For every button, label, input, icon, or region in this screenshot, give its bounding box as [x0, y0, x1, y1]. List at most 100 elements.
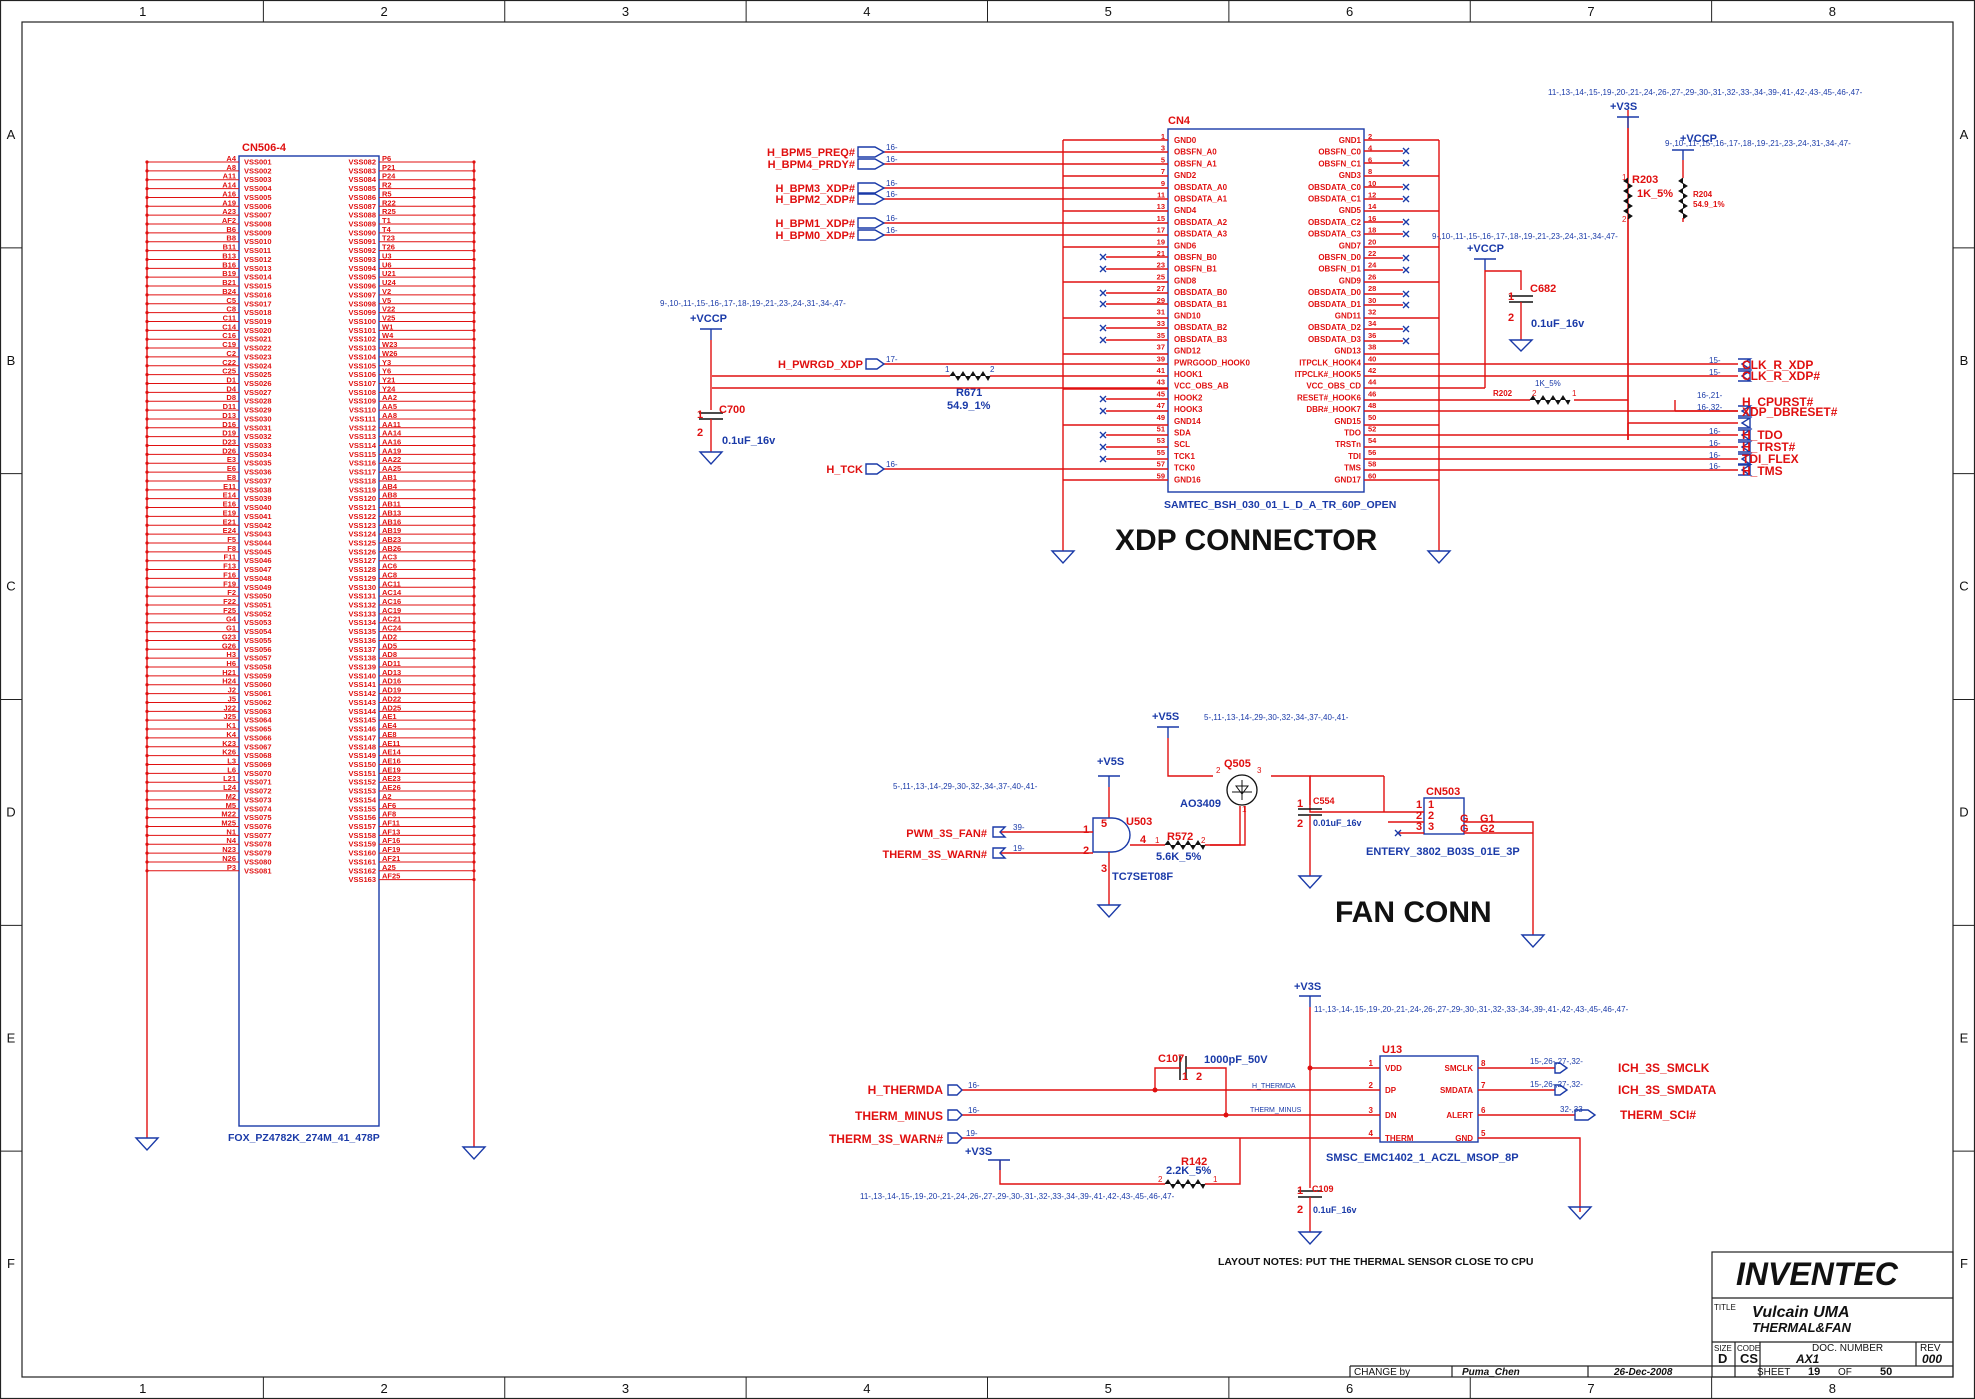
- c682-pin2: 2: [1508, 312, 1514, 324]
- out-clkn: CLK_R_XDP#: [1742, 369, 1820, 383]
- cn506-left-name: VSS068: [244, 751, 272, 760]
- cn4-right-name: TDI: [1348, 452, 1361, 461]
- cn4-right-num: 42: [1368, 366, 1376, 375]
- cn506-right-pin: AD25: [382, 703, 401, 712]
- svg-text:1: 1: [1182, 1071, 1188, 1083]
- title-label: TITLE: [1714, 1303, 1736, 1312]
- cn506-left-name: VSS030: [244, 414, 272, 423]
- cn506-right-name: VSS128: [348, 565, 376, 574]
- cn506-left-name: VSS046: [244, 556, 272, 565]
- cn506-left-pin: N23: [222, 845, 236, 854]
- cn4-left-name: PWRGOOD_HOOK0: [1174, 358, 1251, 367]
- cn506-right-name: VSS140: [348, 671, 376, 680]
- cn506-left-name: VSS040: [244, 503, 272, 512]
- cn4-left-name: OBSDATA_A3: [1174, 230, 1228, 239]
- cn506-right-name: VSS109: [348, 397, 376, 406]
- sig-therm-minus: THERM_MINUS: [855, 1109, 943, 1123]
- cn506-left-pin: C8: [226, 305, 236, 314]
- cn4-right-num: 56: [1368, 448, 1376, 457]
- cn4-left-name: OBSDATA_B3: [1174, 335, 1228, 344]
- cn506-body: [238, 155, 380, 1127]
- cn506-right-name: VSS086: [348, 193, 376, 202]
- cn506-right-pin: P24: [382, 172, 396, 181]
- cn506-right-name: VSS094: [348, 264, 376, 273]
- cn506-left-name: VSS056: [244, 645, 272, 654]
- cn506-left-name: VSS076: [244, 822, 272, 831]
- cn4-left-num: 13: [1157, 202, 1165, 211]
- cn506-left-pin: C5: [226, 296, 236, 305]
- cn506-right-name: VSS093: [348, 255, 376, 264]
- cn506-left-name: VSS014: [244, 273, 272, 282]
- cn506-left-name: VSS070: [244, 769, 272, 778]
- ref-warn: 19-: [1013, 844, 1025, 853]
- xdp-wiring: H_BPM5_PREQ# H_BPM4_PRDY# H_BPM3_XDP# H_…: [660, 88, 1863, 565]
- cn506-right-name: VSS151: [348, 769, 376, 778]
- cn4-right-num: 6: [1368, 155, 1372, 164]
- cn506-left-pin: A23: [222, 207, 236, 216]
- cn506-right-pin: AB1: [382, 473, 397, 482]
- cn506-right-name: VSS101: [348, 326, 376, 335]
- cn506-left-pin: M5: [226, 801, 236, 810]
- wire-minus: THERM_MINUS: [1250, 1107, 1302, 1114]
- cn506-left-name: VSS066: [244, 733, 272, 742]
- cn506-right-pin: AE23: [382, 774, 401, 783]
- cn506-right-pin: AB26: [382, 544, 401, 553]
- r671-ref: R671: [956, 387, 982, 399]
- cn4-right-name: GND9: [1339, 276, 1362, 285]
- cn4-left-num: 23: [1157, 261, 1165, 270]
- cn506-left-pin: K26: [222, 748, 236, 757]
- v5s-u503-refs: 5-,11-,13-,14-,29-,30-,32-,34-,37-,40-,4…: [893, 782, 1038, 791]
- cn506-left-name: VSS063: [244, 707, 272, 716]
- cn506-left-name: VSS012: [244, 255, 272, 264]
- col-label-top: 8: [1829, 4, 1836, 19]
- out-trst: H_TRST#: [1742, 440, 1796, 454]
- docnum-value: AX1: [1795, 1352, 1820, 1366]
- cn4-right-name: OBSDATA_D1: [1308, 300, 1362, 309]
- cn506-left-name: VSS027: [244, 388, 272, 397]
- r202-val: 1K_5%: [1535, 379, 1561, 388]
- sheet-label: SHEET: [1757, 1367, 1790, 1378]
- cn4-left-name: GND10: [1174, 312, 1201, 321]
- cn506-left-name: VSS022: [244, 344, 272, 353]
- col-label-bottom: 7: [1587, 1381, 1594, 1396]
- r202-ref: R202: [1493, 389, 1513, 398]
- row-label-right: B: [1960, 353, 1969, 368]
- svg-text:3: 3: [1416, 821, 1422, 833]
- cn506-left-name: VSS007: [244, 211, 272, 220]
- cn4-right-name: ITPCLK_HOOK4: [1299, 358, 1361, 367]
- cn4-right-name: GND11: [1335, 312, 1362, 321]
- cn4-left-name: OBSDATA_A2: [1174, 218, 1228, 227]
- u13-body: [1379, 1055, 1479, 1143]
- xdp-title: XDP CONNECTOR: [1115, 524, 1378, 557]
- cn506-right-name: VSS089: [348, 220, 376, 229]
- ref-tdo: 16-: [1709, 427, 1721, 436]
- cn506-right-pin: Y3: [382, 358, 391, 367]
- cn4-left-name: HOOK2: [1174, 393, 1203, 402]
- cn506-left-pin: G23: [222, 632, 236, 641]
- cn4-left-num: 21: [1157, 249, 1165, 258]
- cn506-right-pin: AD5: [382, 641, 397, 650]
- cn506-left-name: VSS008: [244, 220, 272, 229]
- cn4-right-num: 30: [1368, 296, 1376, 305]
- cn506-right-name: VSS127: [348, 556, 376, 565]
- cn506-right-name: VSS099: [348, 308, 376, 317]
- cn506-right-pin: AD13: [382, 668, 401, 677]
- cn506-left-name: VSS065: [244, 725, 272, 734]
- row-label-left: B: [7, 353, 16, 368]
- cn4-left-num: 57: [1157, 460, 1165, 469]
- cn4-left-num: 11: [1157, 191, 1165, 200]
- cn506-right-name: VSS117: [349, 468, 376, 477]
- sig-sci: THERM_SCI#: [1620, 1108, 1696, 1122]
- cn4-left-num: 45: [1157, 389, 1165, 398]
- cn4-right-name: VCC_OBS_CD: [1306, 382, 1361, 391]
- sheet-value: 19: [1808, 1366, 1820, 1378]
- cn4-left-num: 41: [1157, 366, 1165, 375]
- svg-text:2: 2: [1083, 845, 1089, 857]
- cn506-right-name: VSS137: [348, 645, 376, 654]
- sig-thermda: H_THERMDA: [868, 1083, 944, 1097]
- cn506-left-pin: E19: [223, 508, 236, 517]
- code-label: CODE: [1737, 1344, 1760, 1353]
- cn4-right-num: 32: [1368, 308, 1376, 317]
